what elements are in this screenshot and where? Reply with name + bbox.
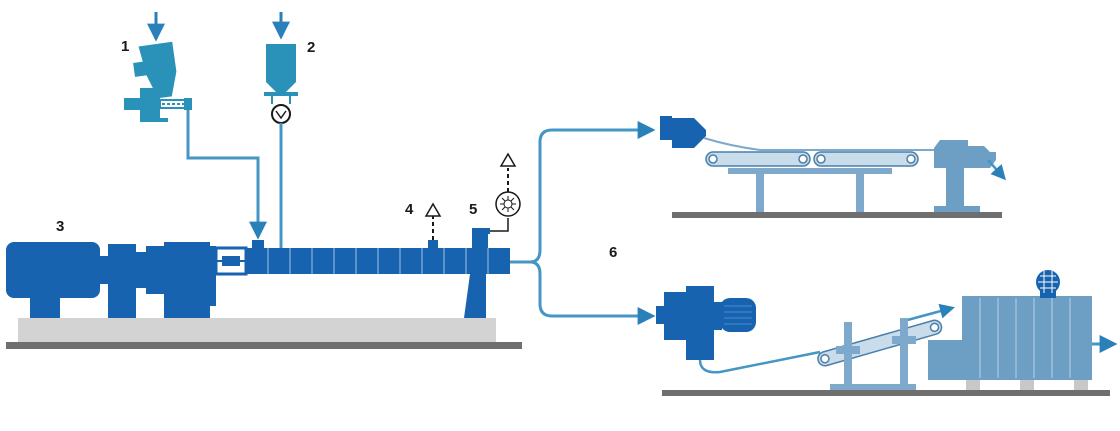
feed-port-1: [252, 240, 264, 248]
lower-downstream-line: [656, 270, 1118, 396]
upper-downstream-line: [660, 116, 1006, 218]
label-1: 1: [121, 38, 129, 55]
extruder-assembly: [6, 242, 522, 349]
hopper-feeder-2: [264, 12, 298, 124]
outlet-pipe-lower: [529, 260, 656, 325]
lower-floor-line: [662, 390, 1110, 396]
label-2: 2: [307, 39, 315, 56]
label-4: 4: [405, 201, 414, 218]
label-5: 5: [469, 201, 477, 218]
extruder-base-plate: [18, 318, 496, 342]
rotary-valve-icon: [271, 104, 291, 124]
extruder-barrel: [246, 248, 510, 318]
vacuum-degassing-5: [472, 152, 521, 248]
drive-motor: [6, 242, 164, 318]
label-3: 3: [56, 218, 64, 235]
upper-floor-line: [672, 212, 1002, 218]
coupling: [212, 246, 250, 276]
side-feeder-1: [124, 12, 192, 122]
gearbox: [164, 242, 216, 318]
extruder-floor-line: [6, 342, 522, 349]
vent-4: [424, 202, 442, 248]
outlet-pipe-upper: [510, 121, 656, 264]
label-6: 6: [609, 244, 617, 261]
feed-pipe-1: [186, 110, 267, 240]
